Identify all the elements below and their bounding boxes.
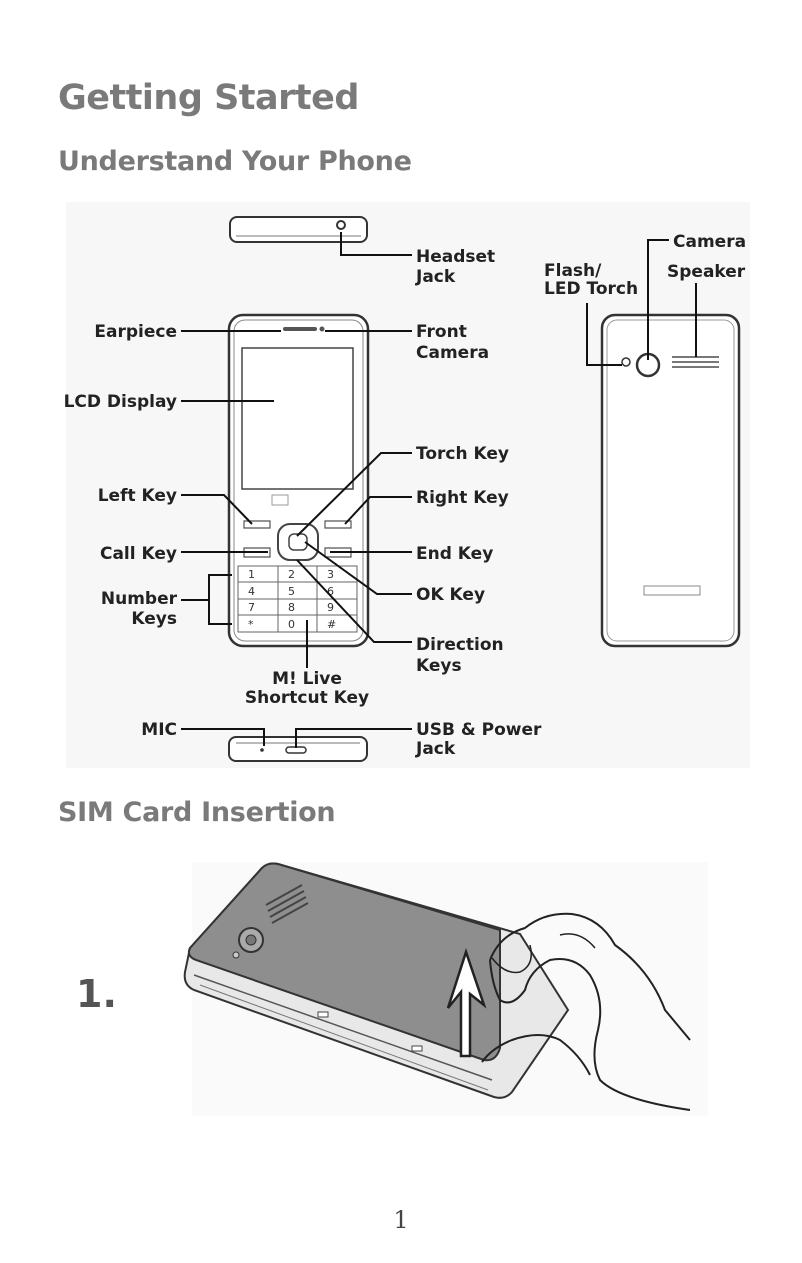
keypad-key: 1	[248, 568, 255, 581]
hand-outline	[481, 912, 691, 1111]
page-title: Getting Started	[58, 78, 359, 118]
phone-top-view	[229, 216, 368, 243]
lift-arrow	[446, 948, 487, 1058]
keypad-key: 9	[327, 601, 334, 614]
number-keypad	[237, 565, 358, 633]
label-call-key: Call Key	[100, 544, 177, 564]
label-number-keys: Number	[101, 589, 178, 609]
page-number: 1	[393, 1206, 409, 1234]
label-mlive-shortcut: M! Live	[272, 669, 342, 689]
keypad-key: 7	[248, 601, 255, 614]
keypad-key: 2	[288, 568, 295, 581]
keypad-key: 4	[248, 585, 255, 598]
label-torch-key: Torch Key	[416, 444, 509, 464]
keypad-key: 0	[288, 618, 295, 631]
keypad-key: *	[248, 618, 254, 631]
keypad-key: 8	[288, 601, 295, 614]
keypad-key: 6	[327, 585, 334, 598]
speaker-grille	[672, 356, 719, 368]
label-direction-keys: Keys	[416, 656, 462, 676]
keypad-key: 5	[288, 585, 295, 598]
flash-led	[621, 357, 631, 367]
headset-jack-hole	[336, 220, 346, 230]
label-flash-torch: LED Torch	[544, 279, 638, 299]
section-heading-understand-phone: Understand Your Phone	[58, 146, 412, 177]
brand-logo-back	[643, 585, 701, 596]
right-soft-key	[324, 520, 352, 529]
label-number-keys: Keys	[131, 609, 177, 629]
earpiece-slot	[283, 327, 317, 331]
label-speaker: Speaker	[667, 262, 746, 282]
leader-lines	[181, 232, 697, 748]
label-direction-keys: Direction	[416, 635, 504, 655]
keypad-key: #	[327, 618, 336, 631]
label-camera: Camera	[673, 232, 746, 252]
sim-insertion-illustration	[183, 862, 708, 1116]
label-mic: MIC	[141, 720, 177, 740]
keypad-key: 3	[327, 568, 334, 581]
label-end-key: End Key	[416, 544, 493, 564]
label-headset-jack: Headset	[416, 247, 495, 267]
back-cover	[187, 862, 501, 1062]
section-heading-sim-card: SIM Card Insertion	[58, 797, 336, 828]
phone-front: 1 2 3 4 5 6 7 8 9 * 0 #	[227, 313, 370, 648]
label-right-key: Right Key	[416, 488, 509, 508]
label-left-key: Left Key	[98, 486, 177, 506]
lcd-screen	[241, 347, 354, 490]
brand-logo-front	[271, 494, 289, 506]
label-front-camera: Front	[416, 322, 467, 342]
label-earpiece: Earpiece	[94, 322, 177, 342]
phone-bottom-view	[228, 736, 368, 762]
label-usb-power-jack: Jack	[415, 739, 456, 759]
label-ok-key: OK Key	[416, 585, 485, 605]
label-headset-jack: Jack	[415, 267, 456, 287]
step-number: 1.	[76, 972, 117, 1016]
label-usb-power-jack: USB & Power	[416, 720, 542, 740]
label-lcd-display: LCD Display	[64, 392, 177, 412]
mic-hole	[260, 748, 264, 752]
label-front-camera: Camera	[416, 343, 489, 363]
phone-back	[600, 313, 741, 648]
label-flash-torch: Flash/	[544, 261, 602, 281]
label-mlive-shortcut: Shortcut Key	[245, 688, 369, 708]
left-soft-key	[243, 520, 271, 529]
speaker-grille-sim	[265, 884, 309, 924]
